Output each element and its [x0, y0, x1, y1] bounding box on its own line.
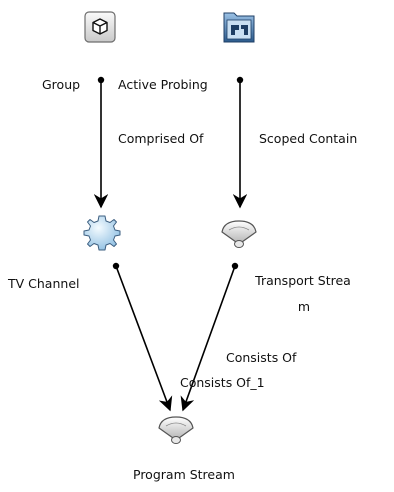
node-label-transport-stream-line1: Transport Strea: [255, 273, 351, 288]
fan-icon[interactable]: [220, 220, 258, 250]
node-label-transport-stream-line2: m: [297, 299, 311, 314]
cube-icon[interactable]: [84, 11, 116, 43]
edge-label-consists-of: Consists Of: [226, 350, 297, 365]
node-label-group: Group: [42, 77, 81, 92]
node-label-active-probing: Active Probing: [118, 77, 208, 92]
folder-network-icon[interactable]: [222, 8, 256, 44]
edge-label-consists-of-1: Consists Of_1: [180, 375, 265, 390]
edge-label-scoped-contain: Scoped Contain: [259, 131, 358, 146]
edge-tv-channel-to-program-stream[interactable]: [112, 262, 173, 412]
fan-icon[interactable]: [157, 416, 195, 446]
edge-active-probing-to-transport-stream[interactable]: [232, 76, 248, 209]
gear-icon[interactable]: [83, 214, 121, 252]
edge-group-to-tv-channel[interactable]: [93, 76, 109, 209]
node-label-tv-channel: TV Channel: [8, 276, 80, 291]
edge-label-comprised-of: Comprised Of: [118, 131, 204, 146]
edge-transport-stream-to-program-stream[interactable]: [180, 262, 239, 412]
node-label-program-stream: Program Stream: [133, 467, 235, 482]
